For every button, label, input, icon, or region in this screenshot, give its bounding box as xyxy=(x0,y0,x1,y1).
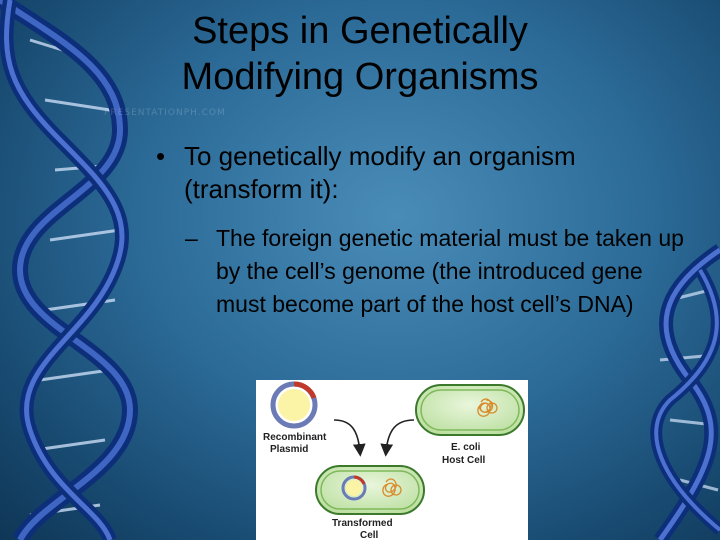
bullet-text: To genetically modify an organism (trans… xyxy=(184,141,576,204)
title-line-1: Steps in Genetically xyxy=(192,10,528,52)
slide-title: Steps in Genetically Modifying Organisms xyxy=(140,8,580,100)
bullet-point: • To genetically modify an organism (tra… xyxy=(156,140,696,206)
transformed-label-1: Transformed xyxy=(332,518,393,529)
transformed-label-2: Cell xyxy=(360,530,379,540)
transformation-diagram: Recombinant Plasmid E. coli Host Cell xyxy=(256,380,528,540)
transformed-cell xyxy=(315,465,425,515)
dna-helix-left xyxy=(0,0,139,540)
sub-bullet-mark: – xyxy=(185,225,198,251)
host-label-2: Host Cell xyxy=(442,455,486,466)
plasmid-label-2: Plasmid xyxy=(270,444,308,455)
bullet-mark: • xyxy=(156,141,166,171)
sub-bullet-text: The foreign genetic material must be tak… xyxy=(216,225,684,317)
host-cell xyxy=(415,384,525,436)
arrow-from-plasmid xyxy=(333,419,366,457)
arrow-from-host xyxy=(380,419,415,457)
plasmid-label-1: Recombinant xyxy=(263,432,327,443)
title-line-2: Modifying Organisms xyxy=(181,56,539,98)
recombinant-plasmid xyxy=(270,381,318,429)
host-label-1: E. coli xyxy=(451,442,481,453)
watermark: PRESENTATIONPH.COM xyxy=(104,108,226,118)
sub-bullet-point: – The foreign genetic material must be t… xyxy=(185,222,685,321)
